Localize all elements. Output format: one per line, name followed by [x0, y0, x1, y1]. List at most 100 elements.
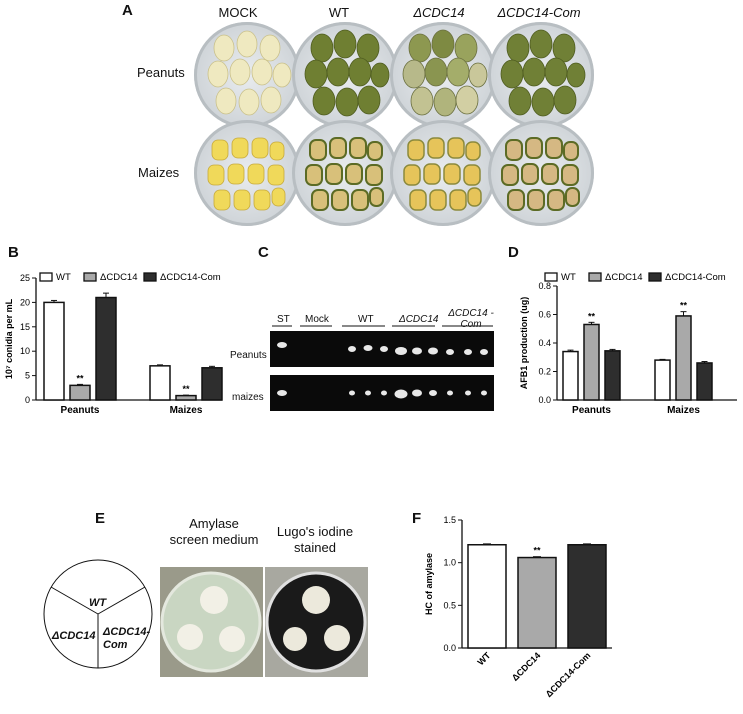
plate-schematic — [43, 559, 153, 669]
legend-swatch — [143, 272, 157, 282]
legend-label: ΔCDC14 — [605, 272, 643, 283]
significance-marker: ** — [182, 384, 190, 394]
row-label-maizes: Maizes — [138, 165, 180, 180]
maize-kernels-image — [305, 137, 384, 211]
maize-kernels-image — [403, 137, 482, 211]
y-tick-label: 0 — [25, 395, 30, 405]
column-label-cdc14-com: ΔCDC14-Com — [497, 5, 581, 20]
significance-marker: ** — [533, 546, 541, 556]
y-tick-label: 0.4 — [538, 338, 551, 348]
row-label-peanuts: Peanuts — [137, 65, 185, 80]
x-category-label: ΔCDC14-Com — [544, 650, 593, 699]
column-label-mock: MOCK — [218, 5, 258, 20]
legend-swatch — [39, 272, 53, 282]
schematic-label-cdc14-com: ΔCDC14-Com — [103, 626, 151, 651]
peanut-kernels-image — [500, 29, 586, 117]
column-label-wt: WT — [328, 5, 350, 20]
x-category-label: Peanuts — [61, 405, 100, 416]
bar — [69, 384, 91, 401]
gel-lane-label-cdc14: ΔCDC14 — [399, 314, 439, 325]
iodine-plate-photo — [265, 567, 368, 677]
panel-letter-a: A — [122, 2, 133, 19]
x-category-label: Peanuts — [572, 405, 611, 416]
panel-letter-b: B — [8, 244, 19, 261]
schematic-label-cdc14: ΔCDC14 — [52, 630, 96, 642]
legend-label: ΔCDC14 — [100, 272, 138, 283]
petri-dish-maize-wt — [292, 120, 398, 226]
y-tick-label: 0.0 — [443, 643, 456, 653]
y-tick-label: 0.8 — [538, 281, 551, 291]
peanut-kernels-image — [402, 29, 488, 117]
legend-swatch — [544, 272, 558, 282]
legend-swatch — [83, 272, 97, 282]
y-tick-label: 10 — [20, 346, 30, 356]
y-tick-label: 0.5 — [443, 600, 456, 610]
peanut-kernels-image — [207, 30, 292, 116]
bar — [201, 367, 223, 401]
x-category-label: WT — [475, 650, 492, 667]
y-tick-label: 1.0 — [443, 558, 456, 568]
y-tick-label: 1.5 — [443, 515, 456, 525]
gel-lane-label-wt: WT — [358, 314, 374, 325]
gel-row-label-maizes: maizes — [232, 392, 264, 403]
peanut-kernels-image — [304, 29, 390, 117]
panel-letter-c: C — [258, 244, 269, 261]
gel-lane-label-mock: Mock — [305, 314, 329, 325]
x-category-label: Maizes — [170, 405, 203, 416]
y-tick-label: 0.6 — [538, 310, 551, 320]
y-tick-label: 0.0 — [538, 395, 551, 405]
bar — [604, 350, 621, 401]
y-tick-label: 5 — [25, 371, 30, 381]
x-category-label: Maizes — [667, 405, 700, 416]
petri-dish-maize-cdc14 — [390, 120, 496, 226]
panel-letter-e: E — [95, 510, 106, 527]
y-axis-label: AFB1 production (ug) — [519, 297, 529, 389]
y-tick-label: 20 — [20, 297, 30, 307]
significance-marker: ** — [76, 373, 84, 383]
y-tick-label: 25 — [20, 273, 30, 283]
gel-row-label-peanuts: Peanuts — [230, 350, 267, 361]
plate-title-amylase: Amylase screen medium — [169, 516, 259, 547]
bar — [654, 359, 671, 401]
petri-dish-peanut-mock — [194, 22, 300, 128]
significance-marker: ** — [588, 311, 596, 321]
y-tick-label: 0.2 — [538, 367, 551, 377]
petri-dish-peanut-cdc14 — [390, 22, 496, 128]
y-axis-label: HC of amylase — [424, 553, 434, 615]
amylase-plate-photo — [160, 567, 263, 677]
x-category-label: ΔCDC14 — [510, 650, 543, 683]
legend-swatch — [588, 272, 602, 282]
bar — [43, 301, 65, 401]
significance-marker: ** — [680, 301, 688, 311]
legend-label: WT — [56, 272, 71, 283]
gel-lane-label-st: ST — [277, 314, 290, 325]
bar — [149, 365, 171, 401]
gel-lane-label-cdc14-com: ΔCDC14 -Com — [448, 308, 494, 330]
bar — [675, 315, 692, 401]
bar — [696, 362, 713, 401]
petri-dish-maize-mock — [194, 120, 300, 226]
bar — [175, 394, 197, 401]
chart-b-conidia: 0 5 10 15 20 25 10⁷ conidia per mL ** Peanuts ** M… — [4, 272, 223, 416]
bar — [467, 543, 507, 649]
tlc-gel-image — [270, 331, 494, 411]
y-axis-label: 10⁷ conidia per mL — [4, 298, 14, 379]
petri-dish-peanut-wt — [292, 22, 398, 128]
panel-letter-d: D — [508, 244, 519, 261]
maize-kernels-image — [207, 137, 286, 211]
bar — [517, 556, 557, 649]
bar — [95, 296, 117, 401]
bar — [562, 350, 579, 401]
column-label-cdc14: ΔCDC14 — [413, 5, 465, 20]
schematic-label-wt: WT — [89, 597, 107, 609]
plate-title-iodine: Lugo's iodine stained — [276, 524, 354, 555]
bar — [567, 543, 607, 649]
legend-label: ΔCDC14-Com — [160, 272, 221, 283]
legend-swatch — [648, 272, 662, 282]
bar — [583, 323, 600, 401]
maize-kernels-image — [501, 137, 580, 211]
panel-letter-f: F — [412, 510, 422, 527]
y-tick-label: 15 — [20, 322, 30, 332]
